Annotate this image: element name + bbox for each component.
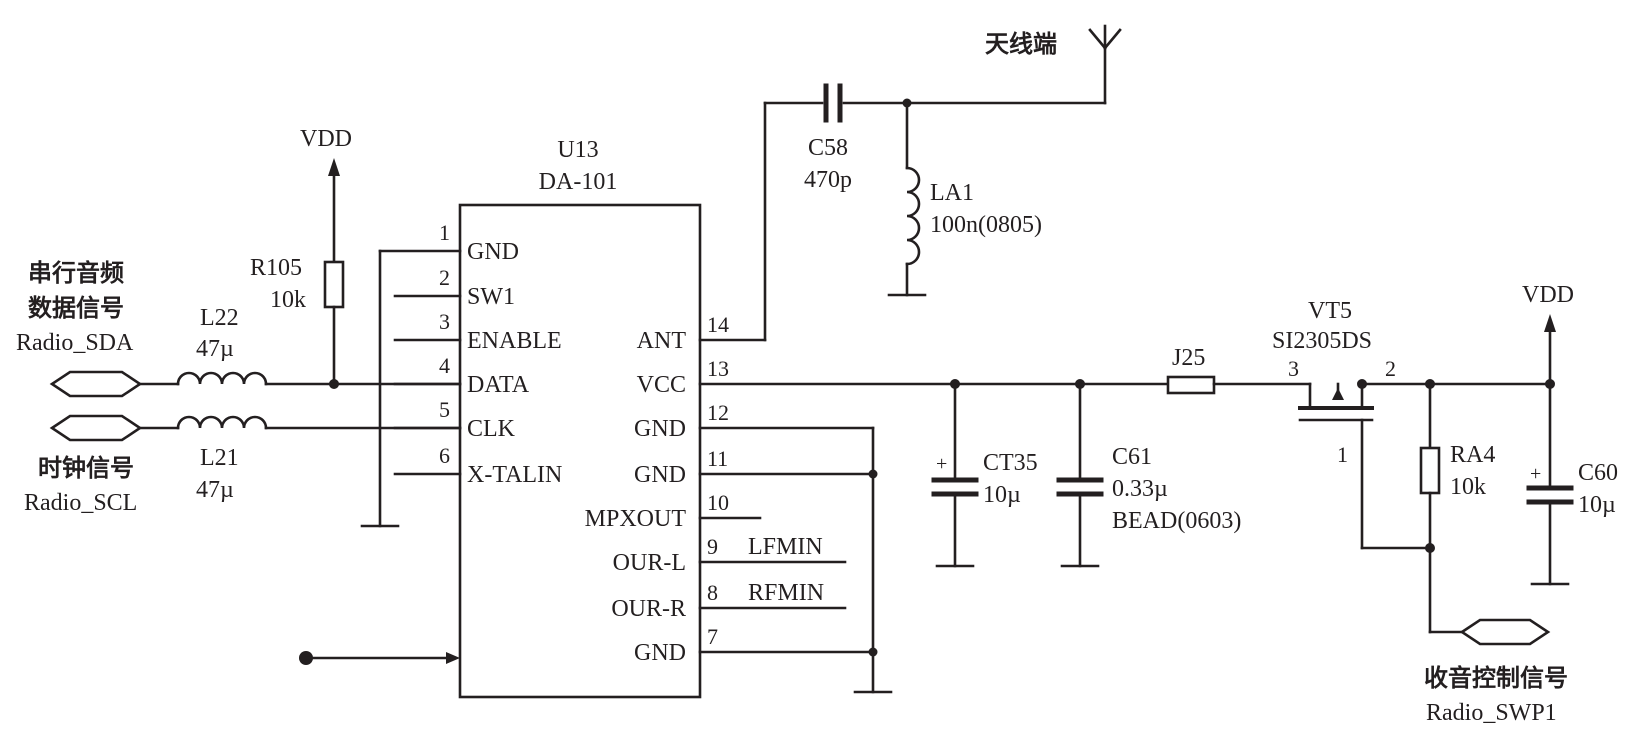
la1-value: 100n(0805) — [930, 212, 1042, 238]
ic-part: DA-101 — [539, 169, 618, 195]
ra4-ref: RA4 — [1450, 442, 1495, 468]
c58-ref: C58 — [808, 135, 848, 161]
la1-ref: LA1 — [930, 180, 974, 206]
antenna-icon — [1088, 24, 1122, 50]
sda-label-cn-2: 数据信号 — [28, 294, 124, 322]
j25-ref: J25 — [1172, 345, 1205, 371]
swp-label-cn: 收音控制信号 — [1424, 664, 1568, 692]
pin-8-num: 8 — [707, 580, 718, 605]
vt5-part: SI2305DS — [1272, 328, 1372, 354]
inductor-la1 — [905, 166, 921, 266]
pin-10-name: MPXOUT — [585, 506, 687, 532]
ic-right-pins: 14 13 12 11 10 9 8 7 ANT VCC GND GND MPX… — [585, 312, 1180, 666]
r105-ref: R105 — [250, 255, 302, 281]
pin-11-num: 11 — [707, 446, 728, 471]
ct35-ref: CT35 — [983, 450, 1038, 476]
pin-5-num: 5 — [439, 397, 450, 422]
pin-2-num: 2 — [439, 265, 450, 290]
c60-value: 10µ — [1578, 492, 1616, 518]
pin-13-num: 13 — [707, 356, 729, 381]
c61-value: 0.33µ — [1112, 476, 1168, 502]
c60-ref: C60 — [1578, 460, 1618, 486]
l21-value: 47µ — [196, 477, 234, 503]
vdd-left-arrow — [328, 158, 340, 176]
ic-ref: U13 — [557, 137, 598, 163]
l22-ref: L22 — [200, 305, 239, 331]
pin-4-num: 4 — [439, 353, 450, 378]
connector-swp1 — [1459, 618, 1551, 646]
pin-2-name: SW1 — [467, 284, 515, 310]
pin-12-name: GND — [634, 416, 686, 442]
vt5-pin2: 2 — [1385, 356, 1396, 381]
pin-5-name: CLK — [467, 416, 516, 442]
pin-11-name: GND — [634, 462, 686, 488]
c58-value: 470p — [804, 167, 852, 193]
lfmin-label: LFMIN — [748, 534, 823, 560]
pin-13-name: VCC — [637, 372, 686, 398]
pin-14-num: 14 — [707, 312, 729, 337]
c61-ref: C61 — [1112, 444, 1152, 470]
rfmin-label: RFMIN — [748, 580, 824, 606]
connector-scl — [49, 414, 143, 442]
vt5-pin3: 3 — [1288, 356, 1299, 381]
pin-1-num: 1 — [439, 220, 450, 245]
ra4-value: 10k — [1450, 474, 1486, 500]
vdd-left-label: VDD — [300, 126, 352, 152]
l21-ref: L21 — [200, 445, 239, 471]
r105-value: 10k — [270, 287, 306, 313]
vdd-right-arrow — [1544, 314, 1556, 332]
pin-4-name: DATA — [467, 372, 530, 398]
capacitor-c58 — [823, 83, 843, 123]
connector-sda — [49, 370, 143, 398]
jumper-j25 — [1166, 375, 1216, 395]
ic-body — [458, 203, 702, 699]
pin-14-name: ANT — [637, 328, 687, 354]
pin-12-num: 12 — [707, 400, 729, 425]
resistor-ra4 — [1419, 446, 1441, 495]
pin-9-name: OUR-L — [613, 550, 686, 576]
inductor-l21 — [176, 415, 268, 430]
pin-6-num: 6 — [439, 443, 450, 468]
vt5-ref: VT5 — [1308, 298, 1352, 324]
scl-label-name: Radio_SCL — [24, 490, 137, 516]
pin-3-num: 3 — [439, 309, 450, 334]
pin-6-name: X-TALIN — [467, 462, 562, 488]
inductor-l22 — [176, 371, 268, 386]
resistor-r105 — [323, 260, 345, 309]
ic-left-pins: 1 2 3 4 5 6 GND SW1 ENABLE DATA CLK X-TA… — [378, 220, 562, 488]
ct35-value: 10µ — [983, 482, 1021, 508]
ct35-plus: + — [936, 453, 947, 475]
pin-1-name: GND — [467, 239, 519, 265]
pin-3-name: ENABLE — [467, 328, 562, 354]
mosfet-vt5 — [1298, 379, 1374, 550]
pin-7-name: GND — [634, 640, 686, 666]
pin-9-num: 9 — [707, 534, 718, 559]
pin-10-num: 10 — [707, 490, 729, 515]
sda-label-name: Radio_SDA — [16, 330, 134, 356]
pin-7-num: 7 — [707, 624, 718, 649]
scl-label-cn: 时钟信号 — [38, 454, 134, 482]
sda-label-cn-1: 串行音频 — [28, 259, 124, 287]
swp-label-name: Radio_SWP1 — [1426, 700, 1557, 726]
pin-8-name: OUR-R — [611, 596, 686, 622]
l22-value: 47µ — [196, 336, 234, 362]
vdd-right-label: VDD — [1522, 282, 1574, 308]
antenna-label: 天线端 — [985, 30, 1057, 58]
c61-note: BEAD(0603) — [1112, 508, 1241, 534]
c60-plus: + — [1530, 463, 1541, 485]
vt5-pin1: 1 — [1337, 442, 1348, 467]
